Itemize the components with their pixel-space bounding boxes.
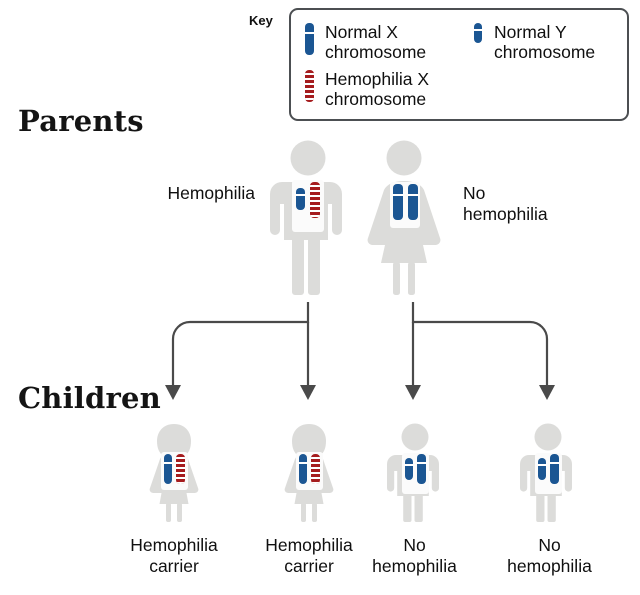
chromosome-hemophilia-x — [311, 454, 320, 484]
key-entry-normal-x-label: Normal X chromosome — [325, 22, 427, 62]
key-entry-hemophilia-x: Hemophilia X chromosome — [302, 68, 429, 109]
child-3-chromosome-pair — [402, 453, 429, 494]
caption-child-3: No hemophilia — [372, 535, 457, 576]
figure-child-1 — [145, 422, 203, 522]
caption-child-1: Hemophilia carrier — [130, 535, 218, 576]
normal-y-chromosome-icon — [471, 21, 485, 43]
chromosome-normal-x — [549, 454, 560, 484]
mother-chromosome-pair — [390, 182, 420, 228]
chromosome-normal-y — [295, 188, 306, 210]
chromosome-normal-x — [406, 184, 419, 220]
child-4-chromosome-pair — [535, 453, 562, 494]
key-entry-hemophilia-x-label: Hemophilia X chromosome — [325, 69, 430, 109]
male-silhouette — [270, 140, 342, 295]
figure-child-4 — [520, 422, 576, 522]
child-1-chromosome-pair — [161, 452, 188, 490]
key-entry-normal-x: Normal X chromosome — [302, 21, 426, 62]
chromosome-normal-y — [404, 458, 414, 480]
key-entry-normal-y: Normal Y chromosome — [471, 21, 595, 62]
key-box: Normal X chromosome Hemophilia X chromos… — [289, 8, 629, 121]
normal-x-chromosome-icon — [302, 21, 316, 55]
key-label: Key — [249, 13, 273, 28]
chromosome-normal-x — [391, 184, 404, 220]
figure-father — [268, 140, 348, 295]
child-2-chromosome-pair — [296, 452, 323, 490]
key-entry-normal-y-label: Normal Y chromosome — [494, 22, 596, 62]
caption-child-2: Hemophilia carrier — [265, 535, 353, 576]
chromosome-normal-x — [163, 454, 173, 484]
chromosome-normal-y — [537, 458, 547, 480]
figure-mother — [360, 140, 448, 295]
section-heading-children: Children — [18, 381, 161, 415]
section-heading-parents: Parents — [18, 104, 144, 138]
figure-child-2 — [280, 422, 338, 522]
father-chromosome-pair — [292, 180, 324, 232]
figure-child-3 — [387, 422, 443, 522]
chromosome-normal-x — [416, 454, 427, 484]
chromosome-hemophilia-x — [310, 182, 320, 218]
chromosome-normal-x — [298, 454, 308, 484]
hemophilia-x-chromosome-icon — [302, 68, 316, 102]
caption-father: Hemophilia — [167, 183, 255, 203]
chromosome-hemophilia-x — [176, 454, 185, 484]
caption-child-4: No hemophilia — [507, 535, 592, 576]
caption-mother: No hemophilia — [463, 183, 548, 224]
